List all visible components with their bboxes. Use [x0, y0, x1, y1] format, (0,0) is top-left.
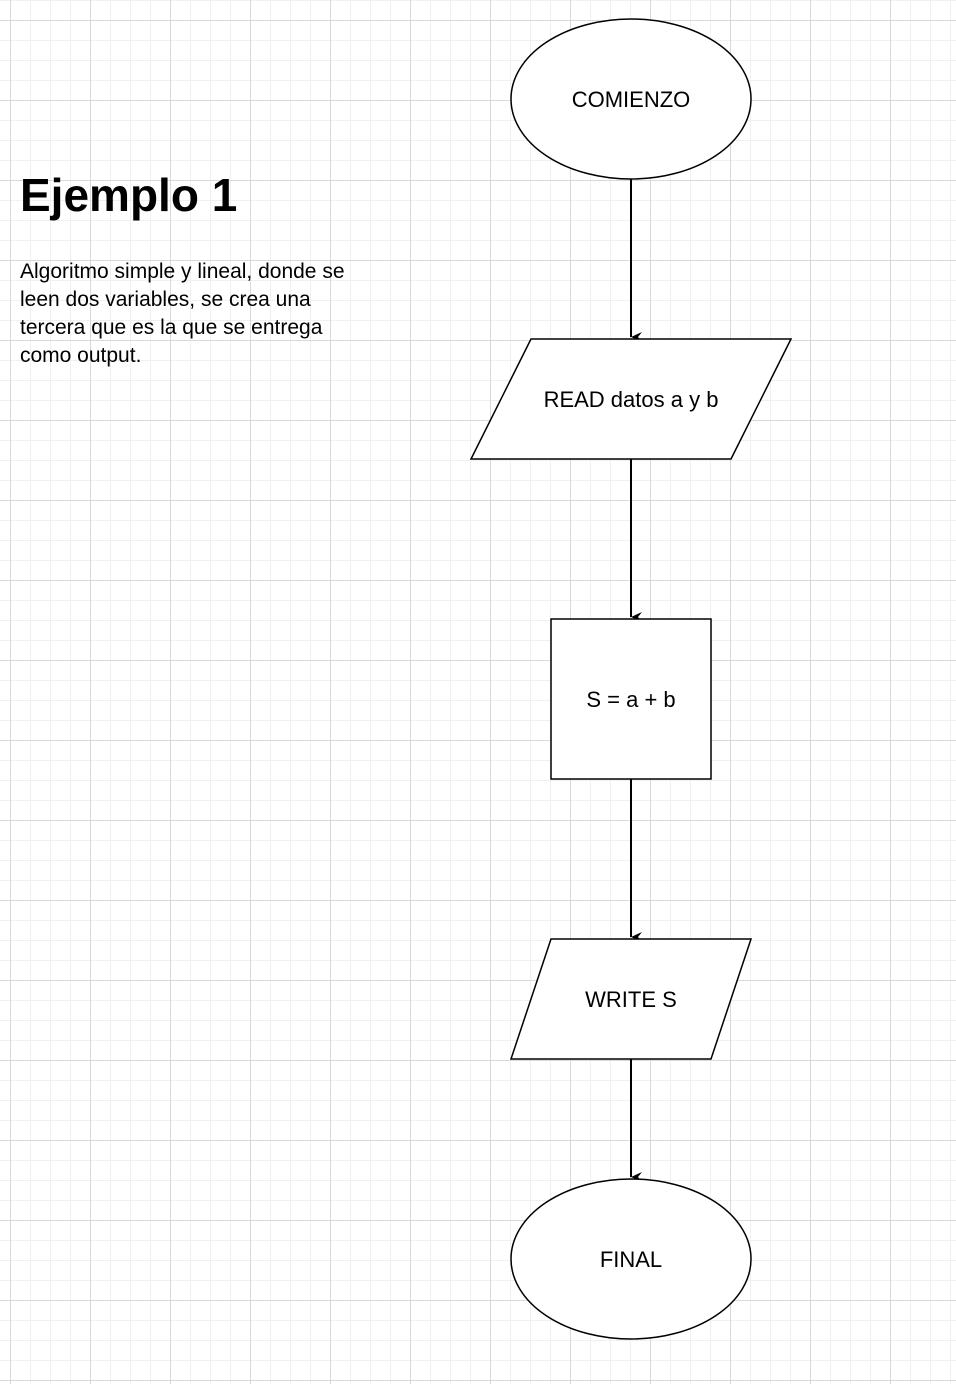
start-label: COMIENZO: [572, 87, 691, 112]
description-text: Algoritmo simple y lineal, donde se leen…: [20, 260, 345, 367]
end-label: FINAL: [600, 1247, 662, 1272]
read-label: READ datos a y b: [544, 387, 719, 412]
page-title: Ejemplo 1: [20, 169, 238, 221]
write-label: WRITE S: [585, 987, 677, 1012]
process-label: S = a + b: [586, 687, 675, 712]
read-input-shape[interactable]: READ datos a y b: [469, 338, 793, 460]
process-box[interactable]: S = a + b: [550, 618, 712, 780]
start-terminal[interactable]: COMIENZO: [510, 18, 752, 180]
end-terminal[interactable]: FINAL: [510, 1178, 752, 1340]
write-output-shape[interactable]: WRITE S: [509, 938, 753, 1060]
